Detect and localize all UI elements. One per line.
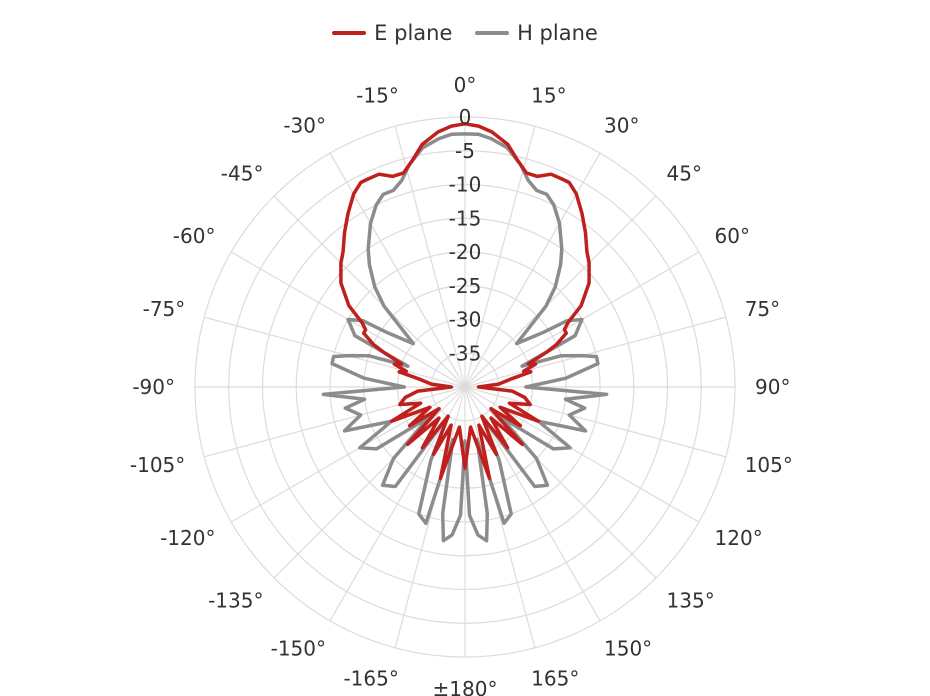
series-layer <box>321 122 609 543</box>
angle-tick-label: -165° <box>343 667 398 691</box>
legend-label-h-plane: H plane <box>517 21 598 45</box>
series-line-h-plane[interactable] <box>321 132 609 543</box>
grid-spoke <box>273 195 466 388</box>
legend-swatch-e-plane <box>332 31 367 35</box>
legend-swatch-h-plane <box>475 31 510 35</box>
angle-tick-label: -15° <box>356 83 399 107</box>
radial-tick-label: -35 <box>449 341 482 365</box>
grid-spoke <box>329 152 466 388</box>
legend-label-e-plane: E plane <box>374 21 453 45</box>
angle-tick-label: 120° <box>715 526 763 550</box>
angle-tick-label: -105° <box>130 453 185 477</box>
grid-spoke <box>464 316 726 388</box>
angle-tick-label: 105° <box>745 453 793 477</box>
grid-spoke <box>464 195 657 388</box>
angle-tick-label: 60° <box>715 224 750 248</box>
angle-tick-label: 90° <box>755 375 790 399</box>
grid-spoke <box>464 386 536 648</box>
angle-tick-label: -135° <box>208 589 263 613</box>
grid-spoke <box>464 386 657 579</box>
angle-tick-label: -90° <box>132 375 175 399</box>
angle-tick-label: 135° <box>667 589 715 613</box>
angle-tick-labels: 0° 15° 30° 45° 60° 75° 90° 105° 120° 135° 150° 165°… <box>130 73 793 696</box>
radial-tick-label: -30 <box>449 308 482 332</box>
angle-tick-label: ±180° <box>433 677 498 696</box>
angle-tick-label: -60° <box>173 224 216 248</box>
radial-tick-label: 0 <box>459 105 472 129</box>
angle-tick-label: 75° <box>745 297 780 321</box>
radial-tick-label: -15 <box>449 206 482 230</box>
legend-item-h-plane[interactable]: H plane <box>475 21 598 45</box>
angle-tick-label: 165° <box>531 667 579 691</box>
series-line-e-plane[interactable] <box>339 122 591 481</box>
angle-tick-label: 0° <box>454 73 477 97</box>
legend-item-e-plane[interactable]: E plane <box>332 21 452 45</box>
radial-tick-label: -10 <box>449 173 482 197</box>
grid-spoke <box>464 152 601 388</box>
angle-tick-label: -75° <box>143 297 186 321</box>
grid-spoke <box>273 386 466 579</box>
polar-grid <box>194 116 736 658</box>
radial-tick-label: -5 <box>455 139 475 163</box>
radial-tick-label: -25 <box>449 274 482 298</box>
angle-tick-label: -45° <box>221 161 264 185</box>
radial-tick-labels: 0 -5 -10 -15 -20 -25 -30 -35 <box>449 105 482 365</box>
angle-tick-label: -150° <box>271 637 326 661</box>
chart-legend: E plane H plane <box>0 16 930 45</box>
radial-tick-label: -20 <box>449 240 482 264</box>
angle-tick-label: 30° <box>604 113 639 137</box>
angle-tick-label: 15° <box>531 83 566 107</box>
angle-tick-label: 150° <box>604 637 652 661</box>
grid-spoke <box>204 316 466 388</box>
angle-tick-label: -120° <box>160 526 215 550</box>
angle-tick-label: 45° <box>667 161 702 185</box>
angle-tick-label: -30° <box>283 113 326 137</box>
grid-spoke <box>204 386 466 458</box>
grid-spoke <box>464 386 726 458</box>
grid-spoke <box>394 386 466 648</box>
